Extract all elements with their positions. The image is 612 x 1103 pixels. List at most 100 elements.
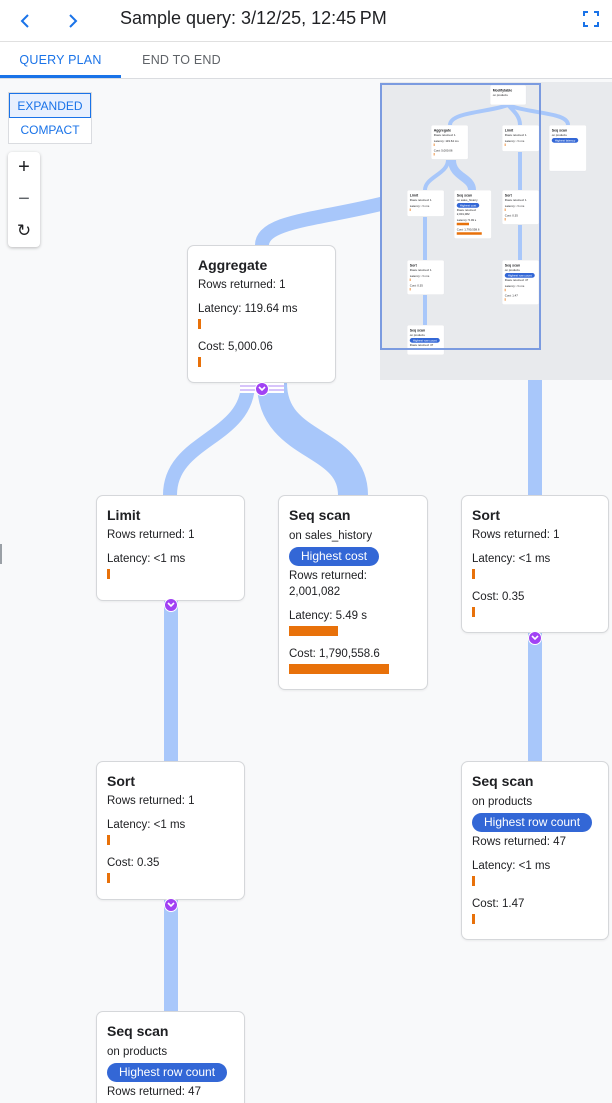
fullscreen-button[interactable] — [580, 8, 602, 30]
cost-bar — [456, 232, 482, 235]
node-title: Seq scan — [504, 263, 521, 267]
zoom-controls: + − ↻ — [8, 152, 40, 247]
node-title: Limit — [107, 507, 141, 523]
expand-chevron-button[interactable] — [255, 382, 269, 396]
node-badge: Highest row count — [409, 338, 440, 343]
reset-icon: ↻ — [16, 220, 32, 240]
node-badge: Highest cost — [289, 547, 380, 566]
node-cost: Cost: 1.47 — [504, 294, 518, 298]
cost-bar — [472, 607, 475, 617]
zoom-in-button[interactable]: + — [8, 152, 40, 184]
node-latency: Latency: 5.49 s — [289, 610, 367, 622]
node-title: Limit — [504, 128, 514, 132]
cost-bar — [198, 357, 201, 367]
node-rows-returned: Rows returned: 47 — [472, 836, 566, 848]
edge-aggregate-seqscan — [257, 381, 368, 497]
cost-bar — [472, 914, 475, 924]
latency-bar — [107, 569, 110, 579]
node-title: Limit — [409, 193, 419, 197]
node-latency: Latency: <1 ms — [504, 139, 525, 143]
node-rows-returned: Rows returned: 1 — [433, 133, 456, 137]
node-title: Seq scan — [409, 328, 426, 332]
node-rows-returned: Rows returned: 1 — [409, 268, 432, 272]
node-rows-returned: Rows returned: 2,001,082 — [456, 208, 477, 216]
node-rows-returned: Rows returned: 47 — [409, 343, 434, 347]
node-table: on sales_history — [456, 198, 478, 202]
back-button[interactable] — [10, 6, 40, 36]
tab-bar: QUERY PLAN END TO END — [0, 42, 612, 79]
node-title: Sort — [409, 263, 417, 267]
node-table: on products — [472, 796, 533, 808]
node-cost: Cost: 1.47 — [472, 898, 525, 910]
latency-bar — [409, 208, 411, 211]
expand-chevron-button[interactable] — [528, 631, 542, 645]
node-table: on products — [504, 268, 520, 272]
node-title: Seq scan — [551, 128, 568, 132]
compact-button[interactable]: COMPACT — [20, 123, 80, 137]
tab-end-to-end[interactable]: END TO END — [142, 53, 221, 67]
node-latency: Latency: <1 ms — [504, 204, 525, 208]
resize-handle[interactable] — [0, 544, 2, 564]
view-toggle: EXPANDED COMPACT — [8, 92, 92, 144]
node-latency: Latency: <1 ms — [107, 819, 186, 831]
mm-edge — [448, 159, 476, 191]
chevron-right-icon — [69, 14, 78, 28]
chevron-down-icon — [258, 386, 266, 392]
node-badge: Highest latency — [551, 138, 579, 143]
node-badge: Highest cost — [456, 203, 480, 208]
node-title: Seq scan — [472, 773, 534, 789]
latency-bar — [504, 143, 506, 146]
node-latency: Latency: <1 ms — [409, 274, 430, 278]
edge-modifytable-aggregate — [255, 192, 402, 247]
node-latency: Latency: 119.64 ms — [433, 139, 459, 143]
node-table: on sales_history — [289, 530, 373, 542]
cost-bar — [289, 664, 389, 674]
latency-bar — [433, 143, 435, 146]
minimap-edges — [423, 103, 570, 325]
cost-bar — [433, 153, 435, 156]
edge-aggregate-limit — [163, 382, 255, 496]
node-title: Sort — [504, 193, 512, 197]
cost-bar — [409, 288, 411, 291]
zoom-out-button[interactable]: − — [8, 184, 40, 216]
node-table: on products — [409, 333, 425, 337]
latency-bar — [472, 876, 475, 886]
minus-icon: − — [18, 187, 30, 210]
latency-bar — [472, 569, 475, 579]
forward-button[interactable] — [58, 6, 88, 36]
expanded-button[interactable]: EXPANDED — [9, 93, 91, 118]
reset-zoom-button[interactable]: ↻ — [8, 215, 40, 247]
node-rows-returned: Rows returned: 47 — [107, 1086, 201, 1098]
chevron-left-icon — [20, 14, 29, 28]
node-title: Seq scan — [289, 507, 351, 523]
latency-bar — [504, 208, 506, 211]
chevron-down-icon — [167, 902, 175, 908]
minimap-viewport[interactable] — [380, 83, 541, 350]
latency-bar — [409, 278, 411, 281]
expand-chevron-button[interactable] — [164, 898, 178, 912]
node-rows-returned: Rows returned: 1 — [504, 133, 527, 137]
tab-query-plan[interactable]: QUERY PLAN — [0, 42, 121, 78]
header: Sample query: 3/12/25, 12:45 PM — [0, 0, 612, 42]
node-title: Seq scan — [107, 1023, 169, 1039]
expand-chevron-button[interactable] — [164, 598, 178, 612]
